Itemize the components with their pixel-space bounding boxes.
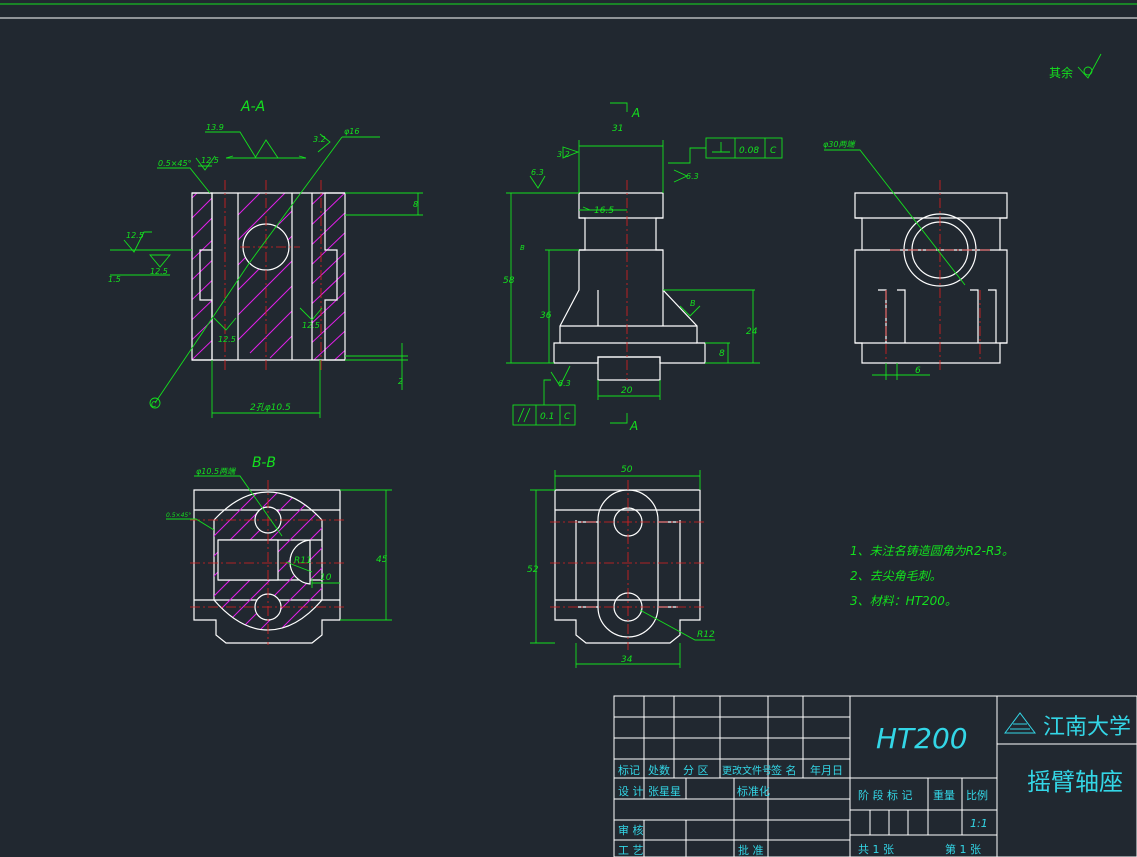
tol-front-0-1: 0.1 bbox=[540, 412, 554, 422]
section-a-a-title: A-A bbox=[240, 99, 265, 115]
tol-front-datum-c2: C bbox=[564, 412, 571, 422]
technical-notes: 1、未注名铸造圆角为R2-R3。 2、去尖角毛刺。 3、材料：HT200。 bbox=[850, 544, 1014, 608]
top-outline bbox=[554, 489, 701, 644]
dim-top-r12: R12 bbox=[697, 630, 715, 640]
tb-scale-label: 比例 bbox=[966, 788, 988, 802]
tb-sheets-total: 共 1 张 bbox=[858, 843, 894, 856]
dim-aa-chamfer: 0.5×45° bbox=[158, 159, 192, 168]
roughness-circle bbox=[1083, 66, 1093, 76]
general-roughness-note: 其余 bbox=[1049, 53, 1102, 80]
tb-standard-label: 标准化 bbox=[737, 784, 770, 798]
tb-design-label: 设 计 bbox=[618, 785, 644, 798]
dim-front-6-3-b: 6.3 bbox=[531, 168, 544, 177]
dim-side-phi30: φ30两端 bbox=[823, 140, 855, 149]
note-1: 1、未注名铸造圆角为R2-R3。 bbox=[850, 544, 1014, 558]
tb-part-name: 摇臂轴座 bbox=[1027, 768, 1123, 796]
dim-top-50: 50 bbox=[621, 465, 633, 475]
tol-front-0-08: 0.08 bbox=[739, 146, 759, 156]
dim-front-6-3-a: 6.3 bbox=[686, 172, 699, 181]
tb-h-count: 处数 bbox=[648, 764, 670, 777]
tb-university: 江南大学 bbox=[1043, 715, 1131, 740]
tb-stage-label: 阶 段 标 记 bbox=[858, 788, 913, 802]
tb-h-mark: 标记 bbox=[618, 763, 640, 777]
dim-aa-12-5-d: 12.5 bbox=[218, 335, 236, 344]
dim-front-31: 31 bbox=[612, 124, 623, 134]
title-block: HT200 江南大学 摇臂轴座 标记 处数 分 区 更改文件号 签 名 年月日 … bbox=[613, 695, 1137, 857]
roughness-note-label: 其余 bbox=[1049, 65, 1073, 80]
dim-front-16-5: 16.5 bbox=[594, 206, 614, 216]
datum-c-label: C bbox=[151, 400, 157, 409]
dim-aa-12-5-a: 12.5 bbox=[201, 156, 219, 165]
hatch-mask bbox=[212, 193, 312, 360]
tb-weight-label: 重量 bbox=[933, 788, 955, 802]
tb-material: HT200 bbox=[876, 722, 968, 755]
dim-side-6: 6 bbox=[915, 366, 921, 376]
tb-process-label: 工 艺 bbox=[618, 844, 644, 857]
dim-front-3-2: 3.2 bbox=[557, 150, 570, 159]
dim-front-6-3-c: 6.3 bbox=[558, 379, 571, 388]
bb-outline bbox=[193, 489, 341, 644]
dim-aa-2: 2 bbox=[398, 377, 403, 386]
tb-check-label: 审 核 bbox=[618, 823, 644, 837]
tb-h-zone: 分 区 bbox=[683, 764, 709, 777]
dim-aa-1-5: 1.5 bbox=[108, 275, 121, 284]
datum-c-circle bbox=[149, 397, 161, 409]
dim-aa-12-5-c: 12.5 bbox=[150, 267, 168, 276]
section-view-a-a: A-A 13.9 0.5×45° 12.5 φ16 C 3.2 8 bbox=[108, 99, 423, 418]
dim-front-58: 58 bbox=[503, 276, 515, 286]
tb-approve-label: 批 准 bbox=[738, 843, 764, 857]
dim-bb-10: 10 bbox=[320, 573, 332, 583]
tb-designer: 张星星 bbox=[648, 785, 681, 798]
tb-sheet-no: 第 1 张 bbox=[945, 842, 981, 856]
university-logo-icon bbox=[1004, 712, 1036, 734]
dim-aa-8: 8 bbox=[413, 200, 418, 209]
roughness-symbol bbox=[1077, 53, 1102, 79]
side-view: φ30两端 6 bbox=[823, 140, 1008, 380]
top-view: 50 52 R12 34 bbox=[527, 465, 715, 668]
dim-top-34: 34 bbox=[621, 655, 633, 665]
dim-bb-45: 45 bbox=[376, 555, 388, 565]
dim-aa-3-2: 3.2 bbox=[313, 135, 326, 144]
front-view: 31 A 3.2 0.08 C 6.3 6.3 16.5 58 36 24 8 … bbox=[503, 102, 783, 433]
dim-top-52: 52 bbox=[527, 565, 539, 575]
dim-aa-12-5-b: 12.5 bbox=[126, 231, 144, 240]
dim-aa-holes: 2孔φ10.5 bbox=[250, 402, 291, 413]
note-3: 3、材料：HT200。 bbox=[850, 594, 957, 608]
dim-bb-phi10-5: φ10.5两端 bbox=[196, 467, 236, 476]
dim-front-20: 20 bbox=[621, 386, 633, 396]
section-mark-a-top: A bbox=[631, 106, 640, 120]
dim-front-36: 36 bbox=[540, 311, 552, 321]
tb-h-sign: 签 名 bbox=[771, 763, 797, 777]
dim-aa-phi16: φ16 bbox=[344, 127, 359, 136]
dim-front-24: 24 bbox=[746, 327, 758, 337]
tb-scale: 1:1 bbox=[970, 817, 988, 830]
dim-bb-r11: R11 bbox=[294, 556, 312, 566]
dim-aa-12-5-e: 12.5 bbox=[302, 321, 320, 330]
aa-outline-right bbox=[324, 192, 346, 361]
datum-b-side: B bbox=[520, 244, 525, 252]
dim-bb-chamfer: 0.5×45° bbox=[166, 512, 191, 519]
datum-b-label: B bbox=[690, 299, 696, 308]
tb-h-date: 年月日 bbox=[810, 763, 843, 777]
tol-front-datum-c: C bbox=[770, 146, 777, 156]
section-b-b-title: B-B bbox=[252, 455, 276, 471]
section-mark-a-bottom: A bbox=[629, 419, 638, 433]
dim-front-8: 8 bbox=[719, 349, 725, 359]
tb-h-change: 更改文件号 bbox=[722, 764, 772, 777]
note-2: 2、去尖角毛刺。 bbox=[850, 569, 942, 583]
section-view-b-b: B-B φ10.5两端 0.5×45° R11 10 45 bbox=[166, 455, 392, 645]
dim-aa-13-9: 13.9 bbox=[206, 123, 224, 132]
